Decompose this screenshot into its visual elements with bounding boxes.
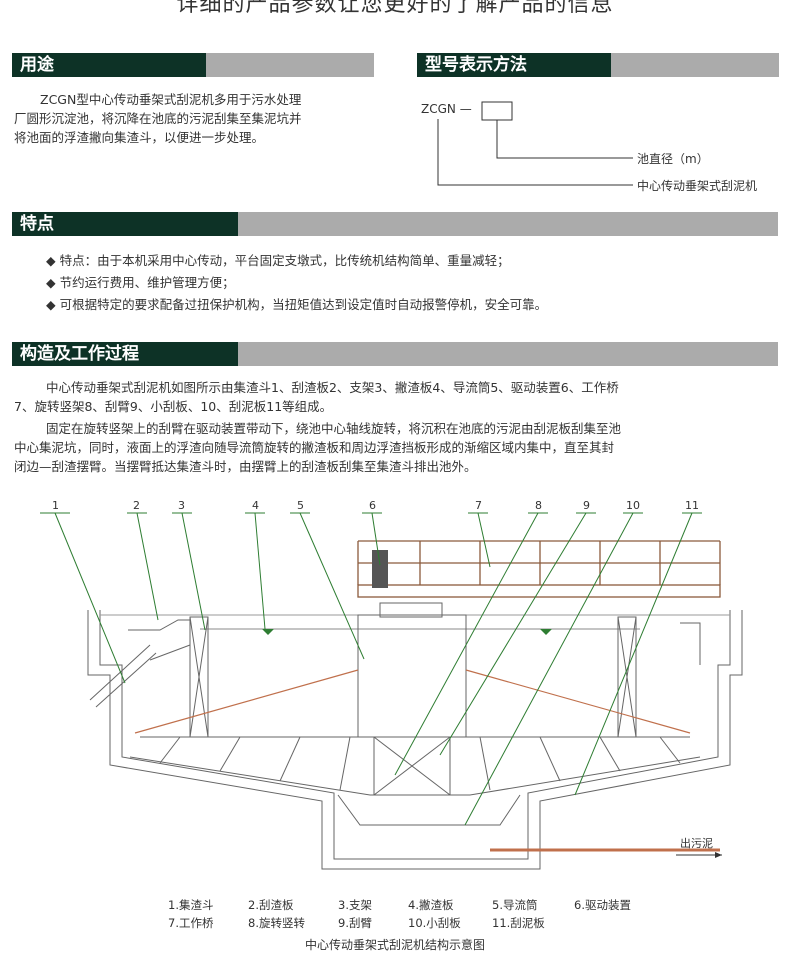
usage-heading-bar: 用途 <box>12 53 374 77</box>
model-heading-fill <box>611 53 779 77</box>
part-number: 1 <box>52 499 59 512</box>
legend-item: 5.导流筒 <box>492 898 538 912</box>
part-number: 2 <box>133 499 140 512</box>
part-number: 3 <box>178 499 185 512</box>
diagram-caption: 中心传动垂架式刮泥机结构示意图 <box>304 938 485 952</box>
part-number: 5 <box>297 499 304 512</box>
legend-item: 6.驱动装置 <box>574 898 631 912</box>
legend-row: 7.工作桥 8.旋转竖转 9.刮臂 10.小刮板 11.刮泥板 <box>168 915 688 933</box>
diagram-legend: 1.集渣斗 2.刮渣板 3.支架 4.撇渣板 5.导流筒 6.驱动装置 7.工作… <box>168 897 688 933</box>
features-heading: 特点 <box>12 212 238 236</box>
usage-text: ZCGN型中心传动垂架式刮泥机多用于污水处理 厂圆形沉淀池，将沉降在池底的污泥刮… <box>14 90 384 147</box>
drive-unit-icon <box>372 550 388 588</box>
part-number: 9 <box>583 499 590 512</box>
structure-line: 固定在旋转竖架上的刮臂在驱动装置带动下，绕池中心轴线旋转，将沉积在池底的污泥由刮… <box>46 421 622 436</box>
scraper-structure-diagram: 1 2 3 4 5 6 7 8 9 10 11 出污泥 <box>40 499 743 870</box>
structure-text: 中心传动垂架式刮泥机如图所示由集渣斗1、刮渣板2、支架3、撇渣板4、导流筒5、驱… <box>14 378 784 476</box>
part-number: 7 <box>475 499 482 512</box>
usage-line: 将池面的浮渣撇向集渣斗，以便进一步处理。 <box>14 130 265 145</box>
part-number: 8 <box>535 499 542 512</box>
structure-line: 7、旋转竖架8、刮臂9、小刮板、10、刮泥板11等组成。 <box>14 399 333 414</box>
structure-line: 中心集泥坑，同时，液面上的浮渣向随导流筒旋转的撇渣板和周边浮渣挡板形成的渐缩区域… <box>14 440 615 455</box>
features-heading-fill <box>238 212 778 236</box>
legend-item: 3.支架 <box>338 898 372 912</box>
part-number: 11 <box>685 499 699 512</box>
model-heading: 型号表示方法 <box>417 53 611 77</box>
legend-item: 2.刮渣板 <box>248 898 294 912</box>
model-code: ZCGN — <box>421 102 472 116</box>
features-heading-bar: 特点 <box>12 212 778 236</box>
structure-line: 闭边—刮渣摆臂。当摆臂抵达集渣斗时，由摆臂上的刮渣板刮集至集渣斗排出池外。 <box>14 459 477 474</box>
model-notation: ZCGN — 池直径（m） 中心传动垂架式刮泥机 <box>415 95 785 205</box>
structure-heading-bar: 构造及工作过程 <box>12 342 778 366</box>
page-title: 详细的产品参数让您更好的了解产品的信息 <box>176 0 614 17</box>
structure-line: 中心传动垂架式刮泥机如图所示由集渣斗1、刮渣板2、支架3、撇渣板4、导流筒5、驱… <box>46 380 619 395</box>
legend-item: 4.撇渣板 <box>408 898 454 912</box>
legend-row: 1.集渣斗 2.刮渣板 3.支架 4.撇渣板 5.导流筒 6.驱动装置 <box>168 897 688 915</box>
diamond-bullet-icon: ◆ <box>46 275 60 290</box>
model-heading-bar: 型号表示方法 <box>417 53 779 77</box>
part-number: 4 <box>252 499 259 512</box>
features-item: ◆ 可根据特定的要求配备过扭保护机构，当扭矩值达到设定值时自动报警停机，安全可靠… <box>46 297 548 312</box>
legend-item: 11.刮泥板 <box>492 916 545 930</box>
outlet-label: 出污泥 <box>680 836 713 850</box>
legend-item: 1.集渣斗 <box>168 898 214 912</box>
usage-heading-fill <box>206 53 374 77</box>
usage-heading: 用途 <box>12 53 206 77</box>
structure-heading-fill <box>238 342 778 366</box>
legend-item: 7.工作桥 <box>168 916 214 930</box>
legend-item: 8.旋转竖转 <box>248 916 305 930</box>
model-diameter-label: 池直径（m） <box>637 152 709 166</box>
part-number: 10 <box>626 499 640 512</box>
features-list: ◆ 特点：由于本机采用中心传动，平台固定支墩式，比传统机结构简单、重量减轻； ◆… <box>46 250 776 316</box>
diamond-bullet-icon: ◆ <box>46 297 60 312</box>
legend-item: 10.小刮板 <box>408 916 461 930</box>
diamond-bullet-icon: ◆ <box>46 253 60 268</box>
usage-line: 厂圆形沉淀池，将沉降在池底的污泥刮集至集泥坑并 <box>14 111 302 126</box>
part-number: 6 <box>369 499 376 512</box>
structure-heading: 构造及工作过程 <box>12 342 238 366</box>
features-item: ◆ 特点：由于本机采用中心传动，平台固定支墩式，比传统机结构简单、重量减轻； <box>46 253 510 268</box>
features-item: ◆ 节约运行费用、维护管理方便； <box>46 275 235 290</box>
model-notation-lines <box>437 101 633 186</box>
model-name-label: 中心传动垂架式刮泥机 <box>637 179 758 193</box>
usage-line: ZCGN型中心传动垂架式刮泥机多用于污水处理 <box>40 92 302 107</box>
legend-item: 9.刮臂 <box>338 916 372 930</box>
